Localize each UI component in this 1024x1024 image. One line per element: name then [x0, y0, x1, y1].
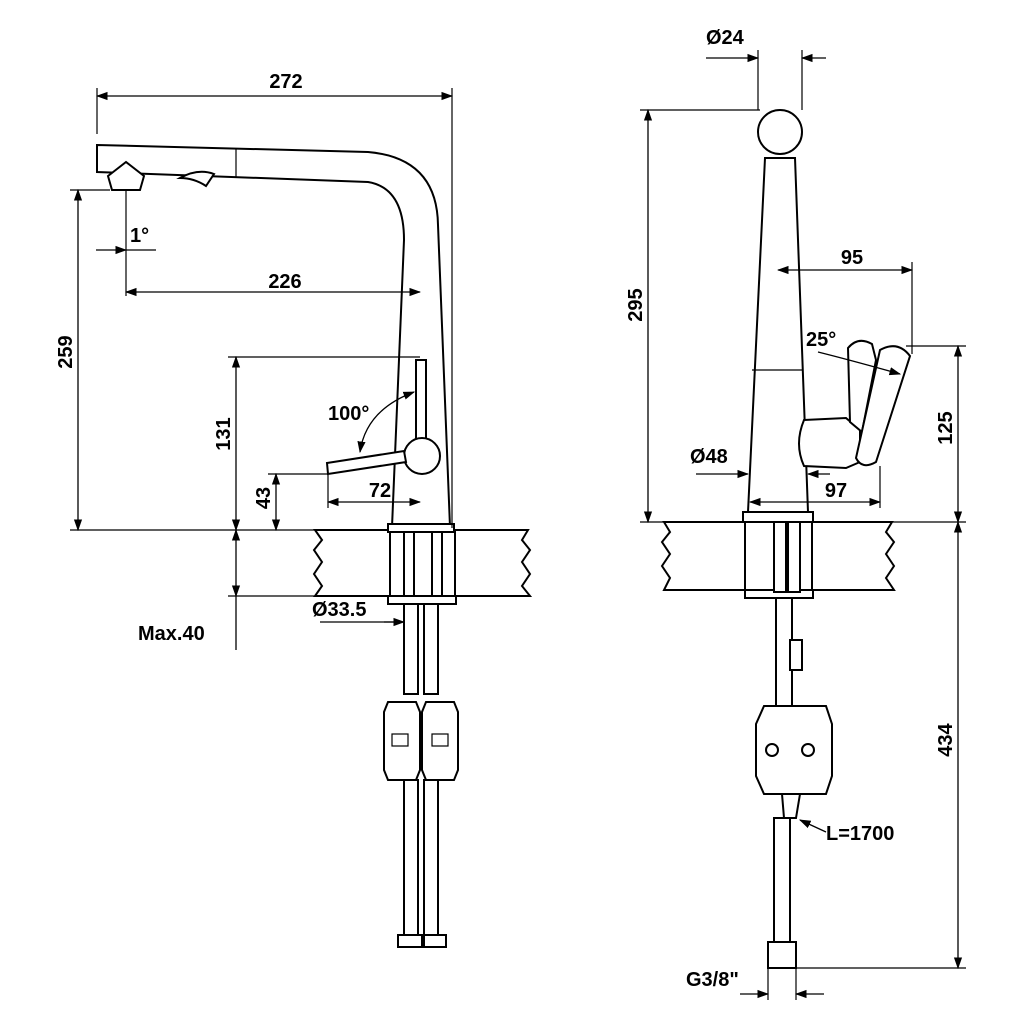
spray-button-icon: [176, 170, 216, 188]
base-height-label: 43: [253, 487, 275, 509]
lever-height-label: 131: [213, 417, 235, 450]
countertop-section-front: [660, 521, 746, 591]
countertop-section: [312, 529, 391, 597]
faucet-body: [746, 157, 810, 513]
front-height-label: 295: [625, 288, 647, 321]
shank-diameter-label: Ø33.5: [312, 599, 366, 621]
hose-length-label: L=1700: [826, 823, 894, 845]
aerator-angle-label: 1°: [130, 225, 149, 247]
spout-diameter-label: Ø24: [706, 27, 745, 49]
front-lever-height-label: 125: [935, 411, 957, 444]
side-view: 272 1° 226 259 131 100° 43 72 Max.4: [55, 71, 533, 948]
lever-stem: [415, 359, 427, 441]
spout-head: [757, 109, 803, 155]
hose-connector-front: [755, 705, 833, 795]
overall-width-label: 272: [269, 71, 302, 93]
lever-angle-label: 100°: [328, 403, 369, 425]
lever-offset-label: 95: [841, 247, 863, 269]
body-diameter-label: Ø48: [690, 446, 728, 468]
lever-angle-front-label: 25°: [806, 329, 836, 351]
lever-depth-label: 97: [825, 480, 847, 502]
overall-height-label: 259: [55, 335, 77, 368]
aerator: [106, 160, 146, 191]
hose-nut: [397, 934, 423, 948]
max-thickness-label: Max.40: [138, 623, 205, 645]
lever-length-label: 72: [369, 480, 391, 502]
hose-nut-front: [767, 941, 797, 969]
front-view: Ø24 295 95 25° 125 Ø48 97 434 L=1700: [625, 27, 966, 1000]
spout-reach-label: 226: [268, 271, 301, 293]
lever-hub-front: [798, 416, 861, 470]
lever-handle: [325, 449, 408, 476]
hose-connector: [383, 701, 421, 781]
lever-hub: [403, 437, 441, 475]
hose-length-total-label: 434: [935, 722, 957, 756]
spout-pipe: [96, 143, 452, 528]
thread-size-label: G3/8": [686, 969, 739, 991]
countertop-section-right: [454, 529, 533, 597]
